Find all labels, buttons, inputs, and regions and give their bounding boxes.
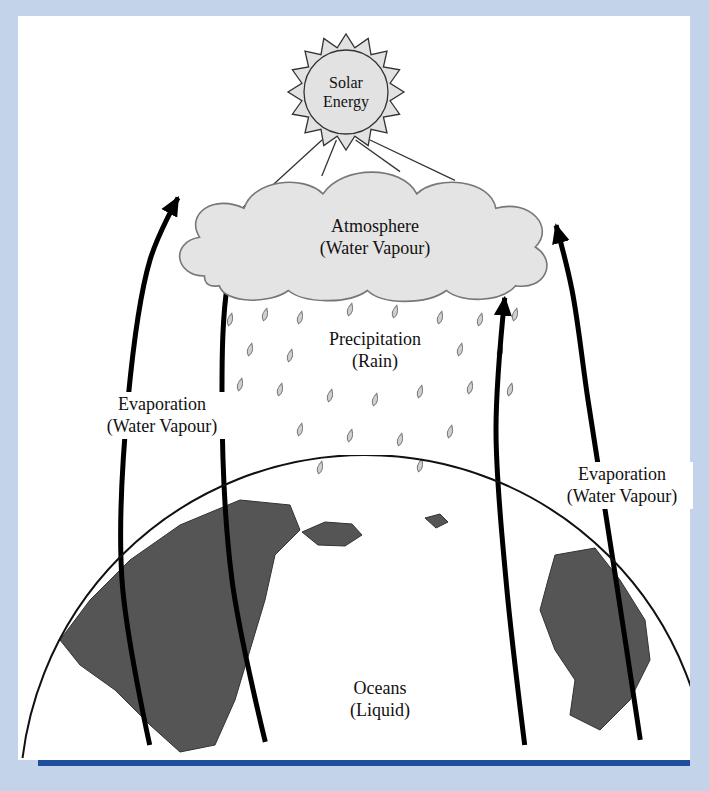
rain-drop (511, 308, 519, 322)
rain-drop (436, 311, 444, 325)
rain-drop (506, 383, 514, 397)
rain-drop (456, 343, 464, 357)
rain-drop (296, 311, 304, 325)
rain-drop (346, 429, 354, 443)
rain-drop (466, 381, 474, 395)
rain-drop (416, 385, 424, 399)
arrow-label: Evaporation (Water Vapour) (552, 462, 693, 509)
evaporation-arrow (496, 298, 525, 745)
sun-outline (286, 32, 406, 152)
sun-disc (304, 50, 388, 134)
rain-drop (226, 313, 234, 327)
node-text: Atmosphere (Water Vapour) (305, 216, 445, 259)
rain-drop (276, 383, 284, 397)
island (425, 514, 448, 528)
rain-drop (296, 423, 304, 437)
process-label: Precipitation (Rain) (313, 328, 438, 373)
earth-outline (20, 455, 690, 758)
arrow-label: Evaporation (Water Vapour) (92, 392, 233, 439)
continent (60, 500, 300, 752)
rain-drop (261, 308, 269, 322)
rain-drop (446, 425, 454, 439)
sun-ray-line (270, 140, 322, 188)
rain-drop (236, 378, 244, 392)
rain-drop (391, 305, 399, 319)
node-text: Solar Energy (310, 73, 382, 111)
rain-drops (226, 303, 519, 475)
rain-drop (316, 461, 324, 475)
island (302, 522, 362, 546)
cloud-shape (180, 172, 547, 301)
rain-drop (396, 433, 404, 447)
rain-drop (246, 343, 254, 357)
node-text: Oceans (Liquid) (335, 678, 425, 721)
sun-ray-line (356, 140, 400, 172)
rain-drop (286, 349, 294, 363)
rain-drop (476, 313, 484, 327)
continents (60, 500, 650, 752)
rain-drop (346, 303, 354, 317)
sun-node: Solar Energy (286, 32, 406, 152)
sun-rays (288, 34, 404, 150)
cloud-node: Atmosphere (Water Vapour) (165, 160, 560, 305)
evaporation-arrow (121, 198, 178, 745)
rain-drop (326, 389, 334, 403)
rain-drop (371, 393, 379, 407)
